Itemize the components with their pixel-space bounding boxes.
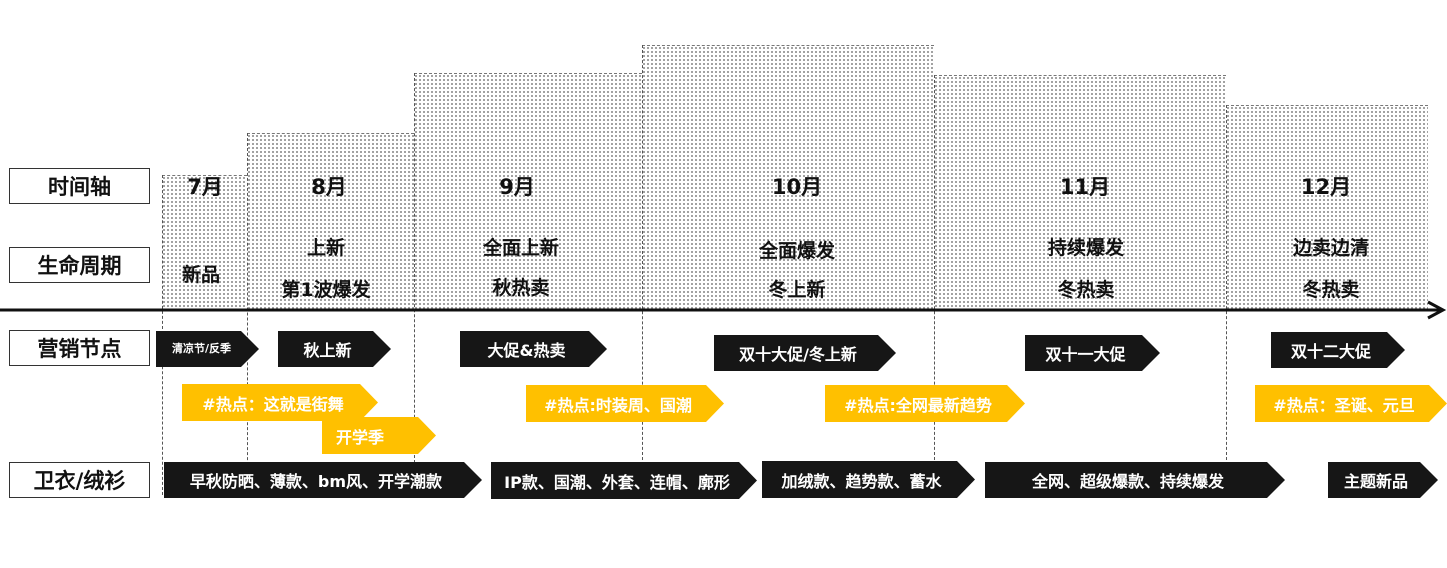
marketing-node-10: 双十大促/冬上新: [714, 335, 896, 371]
lifecycle-8-line2: 第1波爆发: [281, 279, 371, 301]
marketing-node-12: 双十二大促: [1271, 332, 1405, 368]
hotspot-fashion-week: #热点:时装周、国潮: [526, 385, 724, 422]
lifecycle-12-line2: 冬热卖: [1302, 279, 1360, 301]
lifecycle-9-line2: 秋热卖: [492, 277, 550, 299]
row-label-timeline: 时间轴: [9, 168, 150, 204]
marketing-node-11: 双十一大促: [1025, 335, 1160, 371]
timeline-arrow: [0, 300, 1447, 320]
month-7: 7月: [187, 175, 223, 199]
month-12: 12月: [1300, 175, 1352, 199]
product-ip-style: IP款、国潮、外套、连帽、廓形: [491, 462, 757, 499]
product-fleece: 加绒款、趋势款、蓄水: [762, 461, 975, 498]
hotspot-christmas: #热点：圣诞、元旦: [1255, 385, 1447, 422]
month-block-12: [1226, 105, 1428, 311]
marketing-node-8: 秋上新: [278, 331, 391, 367]
month-11: 11月: [1059, 175, 1111, 199]
month-block-7: [162, 175, 247, 311]
row-label-product: 卫衣/绒衫: [9, 462, 150, 498]
month-8: 8月: [311, 175, 347, 199]
marketing-node-7-label: 清凉节/反季: [171, 342, 232, 355]
lifecycle-10-line1: 全面爆发: [758, 240, 836, 262]
row-label-marketing: 营销节点: [9, 330, 150, 366]
product-hot-sellers: 全网、超级爆款、持续爆发: [985, 462, 1285, 498]
lifecycle-11-line1: 持续爆发: [1047, 237, 1125, 259]
lifecycle-12-line1: 边卖边清: [1292, 237, 1370, 259]
lifecycle-7-line1: 新品: [181, 264, 221, 286]
separator-9: [414, 73, 415, 468]
lifecycle-11-line2: 冬热卖: [1057, 279, 1115, 301]
hotspot-back-to-school: 开学季: [322, 417, 436, 454]
separator-8: [247, 133, 248, 495]
product-early-autumn: 早秋防晒、薄款、bm风、开学潮款: [164, 462, 482, 498]
separator-11: [934, 75, 935, 465]
month-10: 10月: [771, 175, 823, 199]
lifecycle-10-line2: 冬上新: [768, 279, 826, 301]
month-block-8: [247, 133, 414, 311]
row-label-lifecycle: 生命周期: [9, 247, 150, 283]
month-9: 9月: [499, 175, 535, 199]
hotspot-trend: #热点:全网最新趋势: [825, 385, 1025, 422]
marketing-node-7: 清凉节/反季: [156, 331, 259, 367]
lifecycle-8-line1: 上新: [306, 237, 346, 259]
separator-12: [1226, 105, 1227, 465]
separator-10: [642, 45, 643, 465]
month-block-10: [642, 45, 934, 311]
lifecycle-9-line1: 全面上新: [482, 237, 560, 259]
product-theme-new: 主题新品: [1328, 462, 1438, 498]
marketing-node-9: 大促&热卖: [460, 331, 607, 367]
hotspot-street-dance: #热点：这就是街舞: [182, 384, 378, 421]
month-block-9: [414, 73, 642, 311]
month-block-11: [934, 75, 1226, 311]
